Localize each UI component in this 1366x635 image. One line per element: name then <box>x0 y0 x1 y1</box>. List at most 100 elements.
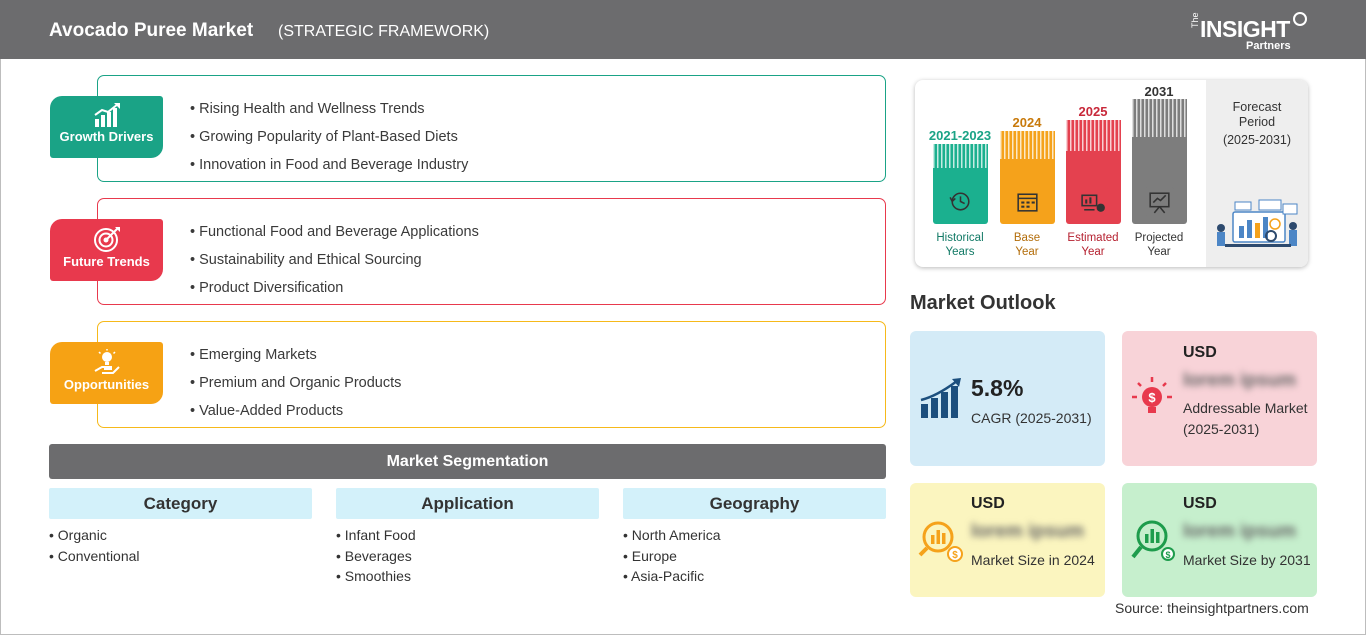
future-trends-label: Future Trends <box>63 254 150 269</box>
timeline-label-line2: Year <box>1147 246 1171 258</box>
segment-header: Category <box>49 488 312 519</box>
logo-partners: Partners <box>1246 40 1291 52</box>
svg-text:$: $ <box>1148 390 1156 405</box>
svg-text:$: $ <box>952 550 958 561</box>
segment-category: Category Organic Conventional <box>49 488 312 566</box>
size-2031-label: Market Size by 2031 <box>1183 552 1311 568</box>
size-2031-usd: USD <box>1183 495 1217 512</box>
future-trends-tag: Future Trends <box>50 219 163 281</box>
segment-application: Application Infant Food Beverages Smooth… <box>336 488 599 587</box>
svg-text:$: $ <box>1165 550 1170 560</box>
list-item: Beverages <box>336 546 599 567</box>
list-item: Sustainability and Ethical Sourcing <box>190 246 479 274</box>
growth-bars-icon <box>920 378 961 418</box>
logo-the: The <box>1190 12 1200 28</box>
list-item: Infant Food <box>336 525 599 546</box>
timeline-label-line2: Years <box>945 246 975 258</box>
list-item: Emerging Markets <box>190 341 401 369</box>
opportunities-list: Emerging Markets Premium and Organic Pro… <box>190 341 401 425</box>
segment-geography: Geography North America Europe Asia-Paci… <box>623 488 886 587</box>
size-2031-value: lorem ipsum <box>1183 521 1296 542</box>
page-title: Avocado Puree Market <box>49 20 254 41</box>
list-item: Growing Popularity of Plant-Based Diets <box>190 123 468 151</box>
history-clock-icon <box>946 187 975 216</box>
forecast-range: (2025-2031) <box>1222 133 1292 147</box>
list-item: Organic <box>49 525 312 546</box>
market-size-magnifier-icon: $ <box>918 521 963 562</box>
market-forecast-magnifier-icon: $ <box>1131 520 1175 561</box>
future-trends-list: Functional Food and Beverage Application… <box>190 218 479 302</box>
future-trends-box: Functional Food and Beverage Application… <box>97 198 886 305</box>
market-outlook-title: Market Outlook <box>910 292 1056 314</box>
market-size-2031-card: $ USD lorem ipsum Market Size by 2031 <box>1122 483 1317 597</box>
page-subtitle: (STRATEGIC FRAMEWORK) <box>278 23 490 40</box>
timeline-year: 2024 <box>1012 115 1042 130</box>
timeline-bar <box>1000 131 1055 224</box>
source-credit[interactable]: Source: theinsightpartners.com <box>1115 600 1309 616</box>
money-lightbulb-icon: $ <box>1132 377 1172 413</box>
growth-drivers-label: Growth Drivers <box>59 129 154 144</box>
segment-header: Application <box>336 488 599 519</box>
segment-header: Geography <box>623 488 886 519</box>
addressable-market-card: $ USD lorem ipsum Addressable Market (20… <box>1122 331 1317 466</box>
timeline-label-line1: Historical <box>936 232 984 244</box>
list-item: Rising Health and Wellness Trends <box>190 95 468 123</box>
timeline-bar <box>1132 99 1187 224</box>
timeline-bar <box>1066 120 1121 224</box>
projection-board-icon <box>1145 187 1174 216</box>
list-item: Functional Food and Beverage Application… <box>190 218 479 246</box>
forecast-panel: Forecast Period (2025-2031) <box>1206 80 1308 267</box>
logo-insight: INSIGHT <box>1200 16 1290 42</box>
list-item: Europe <box>623 546 886 567</box>
list-item: Smoothies <box>336 566 599 587</box>
segmentation-title: Market Segmentation <box>49 444 886 479</box>
logo-ring-icon <box>1293 12 1307 26</box>
growth-chart-icon <box>93 103 120 127</box>
estimate-chart-icon <box>1079 187 1108 216</box>
lightbulb-hand-icon <box>94 349 120 374</box>
growth-drivers-box: Rising Health and Wellness Trends Growin… <box>97 75 886 182</box>
list-item: Conventional <box>49 546 312 567</box>
analytics-illustration-icon <box>1217 199 1298 247</box>
timeline-label-line1: Base <box>1013 232 1041 244</box>
growth-drivers-tag: Growth Drivers <box>50 96 163 158</box>
forecast-period-label: Period <box>1238 115 1276 129</box>
size-2024-usd: USD <box>971 495 1005 512</box>
timeline-label-line1: Projected <box>1134 232 1184 244</box>
calendar-icon <box>1013 187 1042 216</box>
timeline-bar <box>933 144 988 224</box>
timeline-year: 2021-2023 <box>928 128 992 143</box>
list-item: Premium and Organic Products <box>190 369 401 397</box>
list-item: North America <box>623 525 886 546</box>
segment-list: North America Europe Asia-Pacific <box>623 525 886 587</box>
timeline-label-line2: Year <box>1015 246 1039 258</box>
list-item: Innovation in Food and Beverage Industry <box>190 151 468 179</box>
timeline-year: 2025 <box>1078 104 1108 119</box>
cagr-label: CAGR (2025-2031) <box>971 410 1092 426</box>
list-item: Product Diversification <box>190 274 479 302</box>
forecast-label: Forecast <box>1232 100 1282 114</box>
size-2024-label: Market Size in 2024 <box>971 552 1095 568</box>
growth-drivers-list: Rising Health and Wellness Trends Growin… <box>190 95 468 179</box>
cagr-card: 5.8% CAGR (2025-2031) <box>910 331 1105 466</box>
size-2024-value: lorem ipsum <box>971 521 1084 542</box>
insight-partners-logo[interactable]: The INSIGHT Partners <box>1190 10 1310 54</box>
addressable-label: Addressable Market (2025-2031) <box>1183 400 1308 437</box>
timeline-label-line1: Estimated <box>1067 232 1119 244</box>
segment-list: Organic Conventional <box>49 525 312 566</box>
cagr-value: 5.8% <box>971 375 1024 401</box>
list-item: Value-Added Products <box>190 397 401 425</box>
addressable-value: lorem ipsum <box>1183 370 1296 391</box>
timeline-year: 2031 <box>1144 84 1174 99</box>
market-size-2024-card: $ USD lorem ipsum Market Size in 2024 <box>910 483 1105 597</box>
target-icon <box>93 227 120 252</box>
header-bar: Avocado Puree Market (STRATEGIC FRAMEWOR… <box>0 0 1366 59</box>
timeline-label-line2: Year <box>1081 246 1105 258</box>
list-item: Asia-Pacific <box>623 566 886 587</box>
opportunities-box: Emerging Markets Premium and Organic Pro… <box>97 321 886 428</box>
